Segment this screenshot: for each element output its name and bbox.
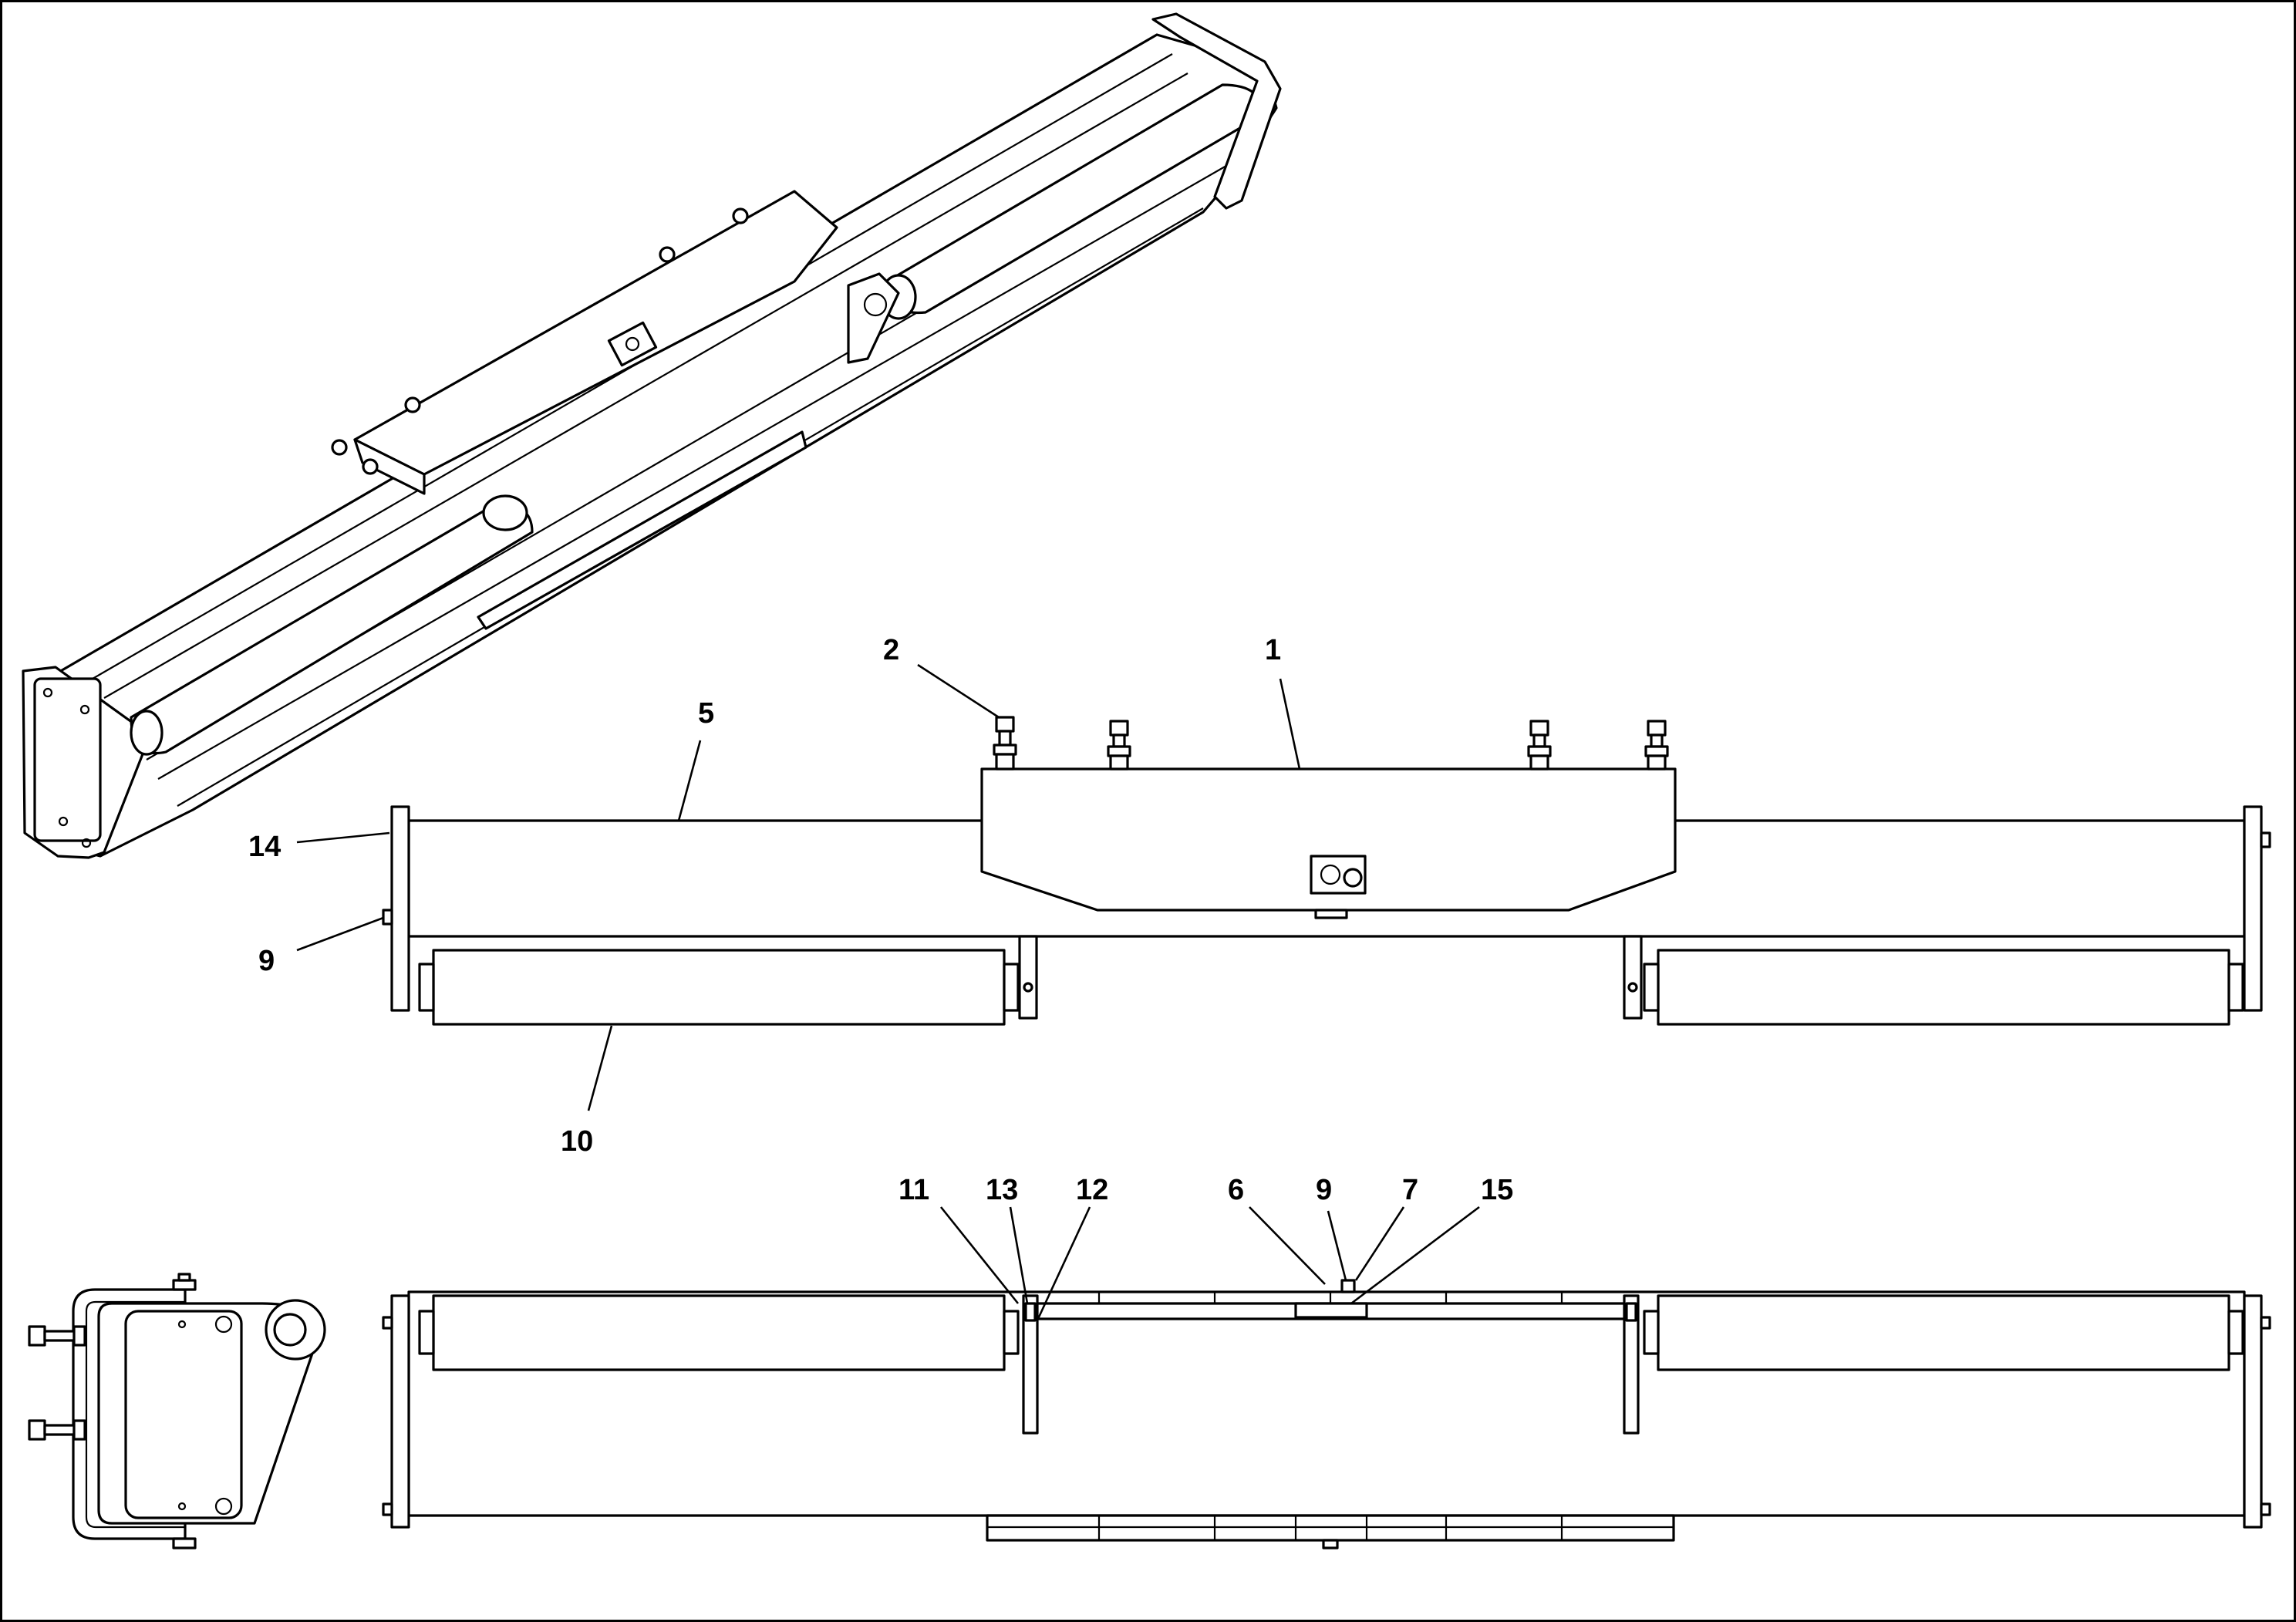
iso-saddle-side [353,438,426,495]
leader-6 [1249,1206,1326,1285]
leader-9b [1327,1210,1347,1281]
leader-lines [296,663,1480,1321]
end-view [28,1273,326,1549]
leader-15 [1350,1206,1480,1305]
leader-1 [1279,678,1301,770]
iso-mid-roller-end [482,494,528,531]
iso-tab-plate [607,321,658,367]
callout-6: 6 [1228,1174,1244,1206]
callout-13: 13 [986,1174,1018,1206]
end-cover-plate [124,1310,243,1519]
plan-lower-nut [1322,1539,1339,1549]
front-left-roller-shaft-r [1003,963,1020,1012]
leader-2 [917,663,1000,719]
plan-right-bracket-nut [1625,1302,1637,1322]
front-right-roller [1657,949,2230,1026]
callout-14: 14 [248,831,281,863]
end-studs [28,1273,197,1549]
callout-2: 2 [883,634,899,666]
front-right-roller-shaft-r [2227,963,2244,1012]
callout-10: 10 [561,1125,593,1158]
plan-left-roller-shaft [418,1310,435,1355]
plan-end-bolts [382,1316,2271,1516]
front-right-roller-bracket [1623,935,1643,1020]
iso-far-bracket [847,272,900,364]
front-saddle-tab-hole [1320,864,1341,885]
leader-14 [296,831,390,844]
plan-right-end-plate [2243,1294,2263,1529]
callout-15: 15 [1481,1174,1513,1206]
top-plan-view [382,1279,2271,1549]
front-left-bolt [382,909,393,926]
end-cover-bolt-d [214,1497,233,1516]
plan-center-nut [1340,1279,1356,1293]
iso-bolt-b [79,704,90,715]
front-center-pad [1314,909,1348,919]
front-right-bolt [2260,831,2271,848]
iso-tab-hole [625,336,640,352]
callout-7: 7 [1402,1174,1418,1206]
callout-1: 1 [1265,634,1281,666]
iso-bolt-d [81,838,92,848]
front-left-roller-bracket [1018,935,1038,1020]
plan-right-roller-shaft-r [2227,1310,2244,1355]
plan-saddle-top [1037,1290,1624,1303]
leader-11 [939,1206,1020,1304]
leader-5 [677,740,702,821]
front-saddle [980,767,1677,912]
iso-bolt-a [42,687,53,698]
isometric-view [22,12,1282,859]
callout-labels: 1 2 5 14 9 10 11 13 12 6 9 7 15 [248,634,1513,1206]
callout-11: 11 [899,1174,929,1206]
plan-lower-saddle-lines [987,1516,1674,1540]
front-left-roller-bolt [1023,982,1033,993]
callout-5: 5 [698,697,714,730]
front-left-roller [432,949,1006,1026]
front-studs [993,716,1669,771]
front-left-roller-shaft-l [418,963,435,1012]
leader-12 [1036,1206,1091,1321]
callout-12: 12 [1076,1174,1108,1206]
end-cover-bolt-c [177,1502,187,1511]
end-cover-bolt-b [214,1315,233,1334]
iso-far-end-plate [1151,12,1282,210]
plan-left-roller-shaft-r [1003,1310,1020,1355]
plan-right-bracket [1623,1294,1640,1435]
front-left-end-plate [390,805,410,1012]
front-saddle-tab-nut [1343,868,1363,888]
iso-underside-plate [477,430,807,630]
callout-9-plan: 9 [1316,1174,1332,1206]
plan-right-roller [1657,1294,2230,1371]
front-elevation-view [382,716,2271,1026]
end-cover-bolt-a [177,1320,187,1329]
end-roller-inner [273,1313,307,1347]
end-frame-inner [85,1300,185,1529]
plan-left-roller [432,1294,1006,1371]
iso-far-bracket-hole [863,292,888,317]
leader-10 [587,1025,613,1111]
plan-left-bracket [1022,1294,1039,1435]
iso-near-roller-end [130,710,164,756]
iso-bolts [331,207,749,475]
iso-near-end-cover [33,677,102,842]
callout-9-front: 9 [258,945,275,977]
plan-center-pad [1294,1302,1368,1319]
leader-13 [1009,1206,1029,1304]
front-right-roller-bolt [1627,982,1638,993]
front-right-roller-shaft-l [1643,963,1660,1012]
front-right-end-plate [2243,805,2263,1012]
plan-left-end-plate [390,1294,410,1529]
iso-bolt-c [58,816,69,827]
leader-9a [296,916,384,952]
plan-left-bracket-nut [1024,1302,1037,1322]
leader-7 [1354,1206,1405,1281]
plan-right-roller-shaft [1643,1310,1660,1355]
